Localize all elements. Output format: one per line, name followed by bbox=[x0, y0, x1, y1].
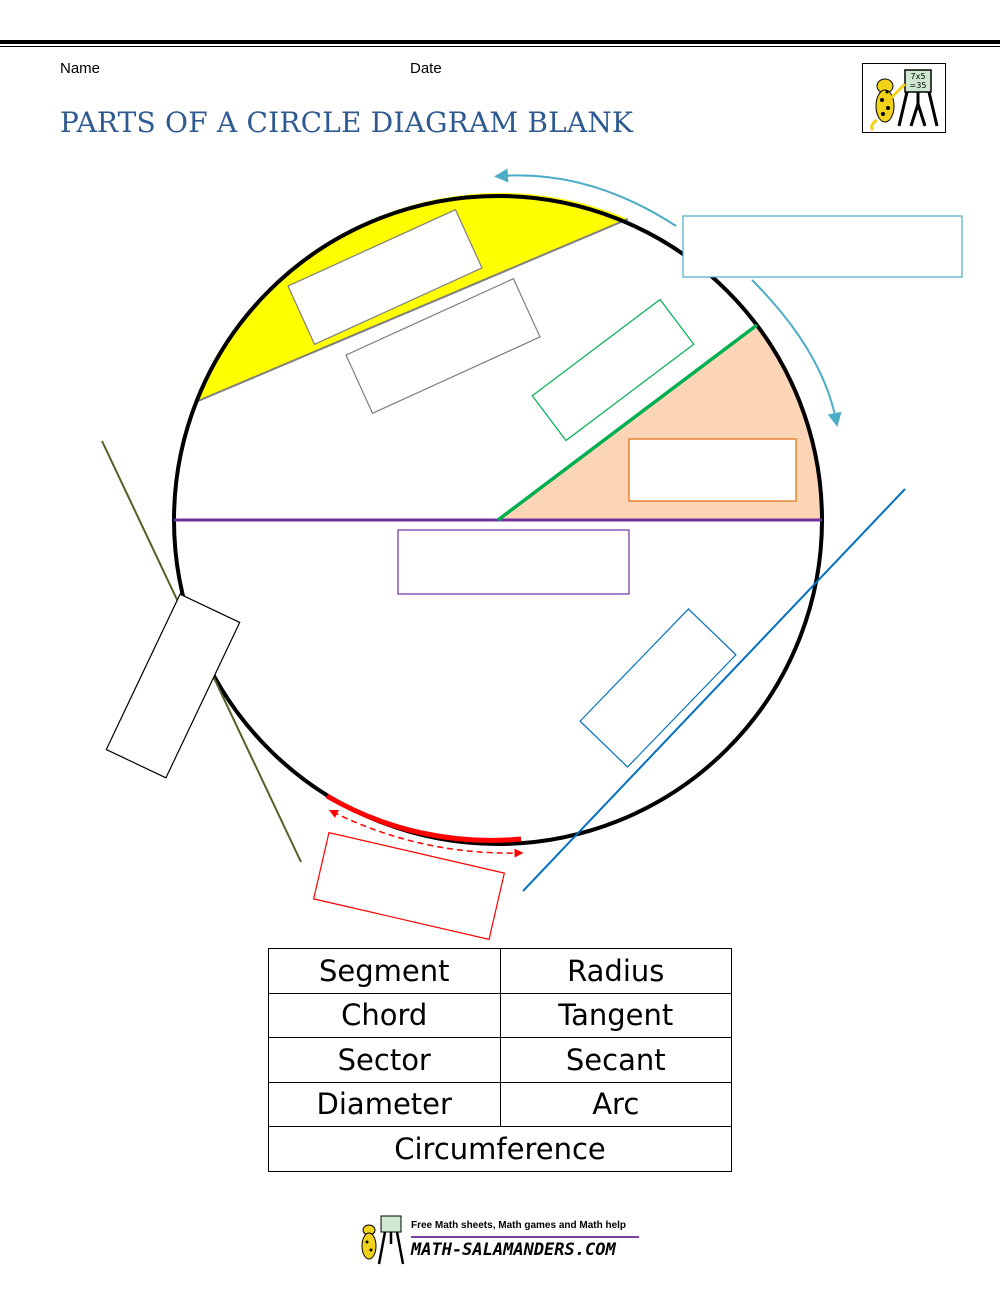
radius-label-box[interactable] bbox=[531, 298, 695, 442]
chord-label-box[interactable] bbox=[345, 277, 541, 415]
word-bank-cell: Chord bbox=[268, 992, 501, 1038]
word-bank-cell: Sector bbox=[268, 1037, 501, 1083]
word-bank-cell: Arc bbox=[499, 1081, 732, 1127]
footer-tagline: Free Math sheets, Math games and Math he… bbox=[411, 1220, 627, 1231]
circumference-arrow bbox=[494, 168, 677, 227]
word-bank-cell: Diameter bbox=[268, 1081, 501, 1127]
secant-line bbox=[522, 488, 906, 892]
arc-arrow bbox=[328, 809, 524, 858]
sector-label-box[interactable] bbox=[628, 438, 797, 502]
diameter-label-box[interactable] bbox=[397, 529, 630, 595]
word-bank-cell: Secant bbox=[499, 1037, 732, 1083]
logo-board-text-1: 7x5 bbox=[911, 72, 926, 81]
footer-site-name[interactable]: MATH-SALAMANDERS.COM bbox=[411, 1240, 616, 1260]
word-bank-cell: Segment bbox=[268, 948, 501, 994]
word-bank-row: Segment Radius bbox=[268, 948, 732, 994]
salamander-logo: 7x5 =35 bbox=[862, 63, 946, 133]
date-label: Date bbox=[410, 60, 442, 77]
radius-line bbox=[496, 323, 759, 522]
logo-board-text-2: =35 bbox=[910, 81, 927, 90]
secant-label-box[interactable] bbox=[579, 608, 737, 768]
arc-highlight bbox=[325, 793, 522, 843]
salamander-teacher-icon: 7x5 =35 bbox=[870, 69, 939, 132]
word-bank-row: Diameter Arc bbox=[268, 1081, 732, 1127]
page-title: PARTS OF A CIRCLE DIAGRAM BLANK bbox=[60, 106, 634, 139]
word-bank-cell: Tangent bbox=[499, 992, 732, 1038]
word-bank-row: Circumference bbox=[268, 1126, 732, 1172]
word-bank-table: Segment Radius Chord Tangent Sector Seca… bbox=[268, 948, 732, 1172]
chord-line bbox=[197, 218, 629, 402]
word-bank-cell: Radius bbox=[499, 948, 732, 994]
header-rule-thin bbox=[0, 46, 1000, 47]
circumference-arrow-lower bbox=[751, 279, 842, 427]
arc-label-box[interactable] bbox=[312, 831, 506, 941]
header-rule bbox=[0, 40, 1000, 44]
name-label: Name bbox=[60, 60, 101, 77]
footer-divider bbox=[411, 1236, 639, 1238]
word-bank-row: Chord Tangent bbox=[268, 992, 732, 1038]
salamander-footer-icon bbox=[361, 1215, 405, 1265]
circumference-label-box[interactable] bbox=[682, 215, 963, 278]
segment-label-box[interactable] bbox=[287, 208, 483, 346]
tangent-label-box[interactable] bbox=[105, 593, 241, 779]
word-bank-cell-wide: Circumference bbox=[268, 1126, 732, 1172]
word-bank-row: Sector Secant bbox=[268, 1037, 732, 1083]
footer-logo[interactable]: Free Math sheets, Math games and Math he… bbox=[355, 1212, 645, 1268]
